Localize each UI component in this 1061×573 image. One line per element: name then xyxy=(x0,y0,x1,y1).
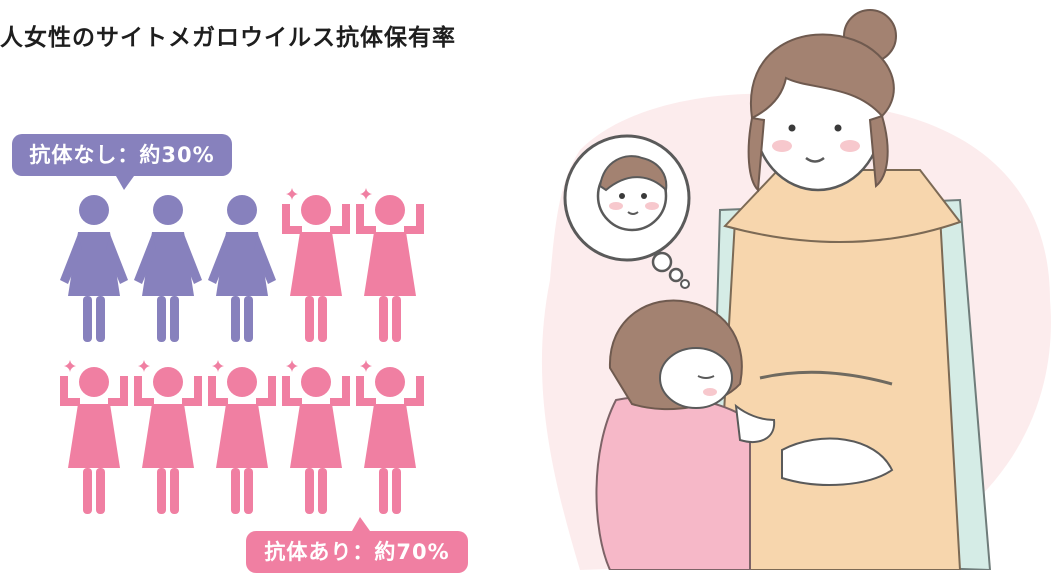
figure-with-antibody xyxy=(134,360,202,514)
sparkle-icon xyxy=(212,360,224,372)
label-without-antibody-text: 抗体なし：約30% xyxy=(29,143,215,167)
chart-title: 人女性のサイトメガロウイルス抗体保有率 xyxy=(0,25,456,51)
thought-bubble-dot-large xyxy=(651,251,673,273)
sparkle-icon xyxy=(286,188,298,200)
baby-face xyxy=(596,155,668,232)
figure-without-antibody xyxy=(134,195,202,342)
pregnant-mother-illustration xyxy=(541,9,1051,570)
figure-without-antibody xyxy=(60,195,128,342)
thought-bubble-dot-medium xyxy=(668,267,684,283)
figure-with-antibody xyxy=(282,360,350,514)
pictogram-grid xyxy=(60,188,424,514)
label-with-antibody-text: 抗体あり：約70% xyxy=(264,540,450,564)
mother xyxy=(708,9,992,570)
figure-without-antibody xyxy=(208,195,276,342)
thought-bubble-dot-small xyxy=(680,279,690,289)
sparkle-icon xyxy=(64,360,76,372)
child xyxy=(595,299,776,570)
figure-with-antibody xyxy=(60,360,128,514)
sparkle-icon xyxy=(286,360,298,372)
sparkle-icon xyxy=(360,360,372,372)
label-with-antibody: 抗体あり：約70% xyxy=(246,517,468,573)
figure-with-antibody xyxy=(356,188,424,342)
figure-with-antibody xyxy=(356,360,424,514)
label-without-antibody: 抗体なし：約30% xyxy=(12,134,232,190)
label-without-antibody-pointer xyxy=(116,176,134,190)
sparkle-icon xyxy=(360,188,372,200)
label-with-antibody-pointer xyxy=(352,517,370,531)
figure-with-antibody xyxy=(208,360,276,514)
sparkle-icon xyxy=(138,360,150,372)
figure-with-antibody xyxy=(282,188,350,342)
